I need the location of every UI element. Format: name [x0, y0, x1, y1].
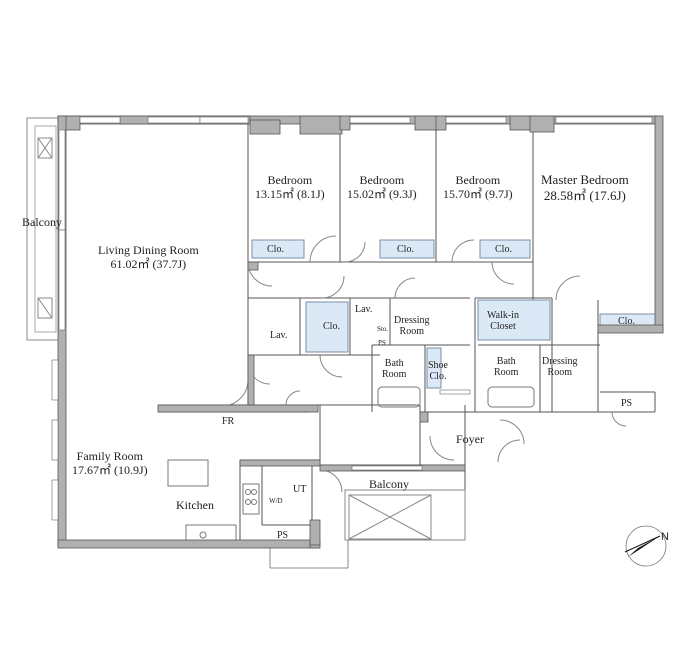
bath-room-1-line1: Bath [384, 358, 404, 369]
dressing-room-1-line1: Dressing [394, 315, 430, 326]
washer-dryer-label: W/D [269, 497, 283, 505]
bedroom1-name: Bedroom [267, 173, 313, 187]
closet-walkin [477, 299, 551, 341]
closet-master-label: Clo. [618, 316, 635, 327]
bedroom2-area: 15.02㎡ (9.3J) [347, 187, 417, 201]
balcony-south-label: Balcony [369, 477, 409, 491]
closet-hall-label: Clo. [323, 321, 340, 332]
foyer-label: Foyer [456, 432, 484, 446]
lavatory-right-label: Lav. [355, 304, 373, 315]
bedroom2-name: Bedroom [359, 173, 405, 187]
shoe-closet-label: Shoe Clo. [428, 360, 448, 382]
bath-room-2-line2: Room [494, 367, 519, 378]
kitchen-island [167, 459, 209, 487]
closet-hall [305, 301, 349, 353]
shoe-closet [426, 347, 442, 389]
compass-north-label: N [661, 531, 669, 543]
closet-bedroom1 [251, 239, 305, 259]
bath-room-1-label: Bath Room [382, 358, 406, 380]
master-bedroom-area: 28.58㎡ (17.6J) [543, 188, 626, 203]
dressing-room-1-label: Dressing Room [394, 315, 430, 337]
walkin-closet-line1: Walk-in [487, 310, 519, 321]
bedroom3-area: 15.70㎡ (9.7J) [443, 187, 513, 201]
shoe-closet-line2: Clo. [429, 371, 447, 382]
bath-room-2-line1: Bath [496, 356, 516, 367]
family-room-name: Family Room [76, 449, 143, 463]
dressing-room-2-label: Dressing Room [542, 356, 578, 378]
dressing-room-2-line1: Dressing [542, 356, 578, 367]
bedroom3-label: Bedroom 15.70㎡ (9.7J) [443, 173, 513, 201]
kitchen-label: Kitchen [176, 498, 214, 512]
living-room-label: Living Dining Room 61.02㎡ (37.7J) [98, 243, 199, 271]
pipe-space-3-label: PS [277, 530, 289, 541]
living-room-area: 61.02㎡ (37.7J) [110, 257, 187, 271]
walkin-closet-line2: Closet [490, 321, 516, 332]
dressing-room-1-line2: Room [399, 326, 424, 337]
bedroom2-label: Bedroom 15.02㎡ (9.3J) [347, 173, 417, 201]
family-room-area: 17.67㎡ (10.9J) [72, 463, 148, 477]
balcony-west-label: Balcony [22, 215, 62, 229]
dressing-room-2-line2: Room [547, 367, 572, 378]
closet-bedroom2-label: Clo. [397, 244, 414, 255]
pipe-space-2-label: PS [621, 398, 633, 409]
master-bedroom-label: Master Bedroom 28.58㎡ (17.6J) [541, 172, 629, 204]
utility-label: UT [293, 484, 307, 495]
closet-bedroom2 [379, 239, 435, 259]
walkin-closet-label: Walk-in Closet [487, 310, 519, 332]
lavatory-left-label: Lav. [270, 330, 288, 341]
bedroom3-name: Bedroom [455, 173, 501, 187]
living-room-name: Living Dining Room [98, 243, 199, 257]
bath-room-2-label: Bath Room [494, 356, 518, 378]
closet-bedroom3-label: Clo. [495, 244, 512, 255]
balcony-south-outline [344, 489, 466, 541]
shoe-closet-line1: Shoe [428, 360, 448, 371]
bedroom1-area: 13.15㎡ (8.1J) [255, 187, 325, 201]
family-room-label: Family Room 17.67㎡ (10.9J) [72, 449, 148, 477]
bath-room-1-line2: Room [382, 369, 407, 380]
compass-icon [624, 525, 667, 567]
fridge-label: FR [222, 416, 235, 427]
master-bedroom-name: Master Bedroom [541, 172, 629, 187]
closet-bedroom3 [479, 239, 531, 259]
storage-label: Sto. [377, 325, 389, 333]
bedroom1-label: Bedroom 13.15㎡ (8.1J) [255, 173, 325, 201]
pipe-space-1-label: PS [378, 339, 386, 347]
closet-bedroom1-label: Clo. [267, 244, 284, 255]
